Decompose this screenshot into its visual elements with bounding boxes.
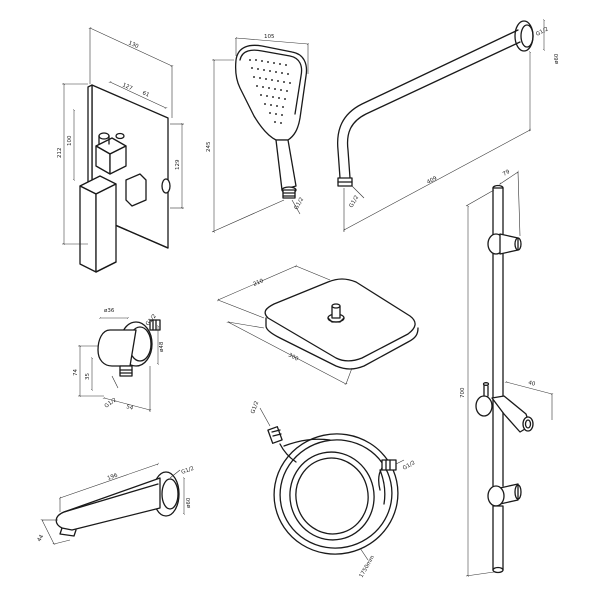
spout-thread-label: G1/2 — [181, 466, 195, 476]
elbow-dia-label: ø36 — [104, 308, 115, 314]
wall-elbow: ø36 G1/2 ø48 74 35 G1/2 54 — [73, 308, 165, 412]
spout-length-label: 196 — [107, 472, 119, 481]
elbow-offset-label: 35 — [85, 373, 91, 380]
valve-side-height-label: 129 — [175, 159, 181, 170]
rail-slider-depth-label: 40 — [527, 380, 536, 388]
valve-height-label: 212 — [57, 148, 63, 159]
valve-inner-width-label: 127 — [121, 82, 133, 92]
elbow-inlet-thread-label: G1/2 — [104, 397, 118, 409]
spout-height-label: 44 — [37, 534, 46, 543]
shower-arm: G1/2 ø60 409 G1/2 — [336, 18, 560, 232]
shower-hose: G1/2 G1/2 1750mm — [250, 400, 416, 579]
spout-flange-dia-label: ø60 — [186, 497, 192, 508]
nozzle-pattern — [249, 59, 291, 124]
hand-shower-thread-label: G1/2 — [294, 197, 306, 211]
rail-top-width-label: 79 — [502, 169, 511, 178]
concealed-valve: 130 127 61 212 100 129 — [57, 27, 184, 273]
sliding-rail: 79 700 40 — [460, 169, 554, 578]
elbow-height-label: 74 — [73, 369, 79, 376]
elbow-flange-dia-label: ø48 — [159, 341, 165, 352]
hose-thread-right-label: G1/2 — [402, 460, 416, 472]
overhead-depth-label: 210 — [252, 278, 264, 288]
hose-thread-left-label: G1/2 — [250, 400, 260, 414]
valve-inner-height-label: 100 — [67, 135, 73, 146]
elbow-depth-label: 54 — [125, 404, 134, 412]
arm-thread-label: G1/2 — [535, 26, 549, 37]
arm-outlet-thread-label: G1/2 — [349, 195, 361, 209]
overhead-shower: 210 300 — [217, 264, 419, 385]
arm-length-label: 409 — [426, 175, 439, 185]
hand-shower-length-label: 245 — [206, 141, 212, 152]
bath-spout: 196 G1/2 ø60 44 — [37, 462, 195, 545]
valve-width-label: 130 — [127, 40, 139, 50]
rail-length-label: 700 — [460, 387, 466, 398]
arm-flange-dia-label: ø60 — [554, 53, 560, 64]
hose-length-label: 1750mm — [359, 555, 377, 579]
hand-shower-width-label: 105 — [264, 34, 275, 40]
hand-shower: 105 245 G1/2 — [206, 34, 310, 234]
overhead-width-label: 300 — [287, 352, 300, 362]
valve-offset-label: 61 — [141, 90, 150, 98]
